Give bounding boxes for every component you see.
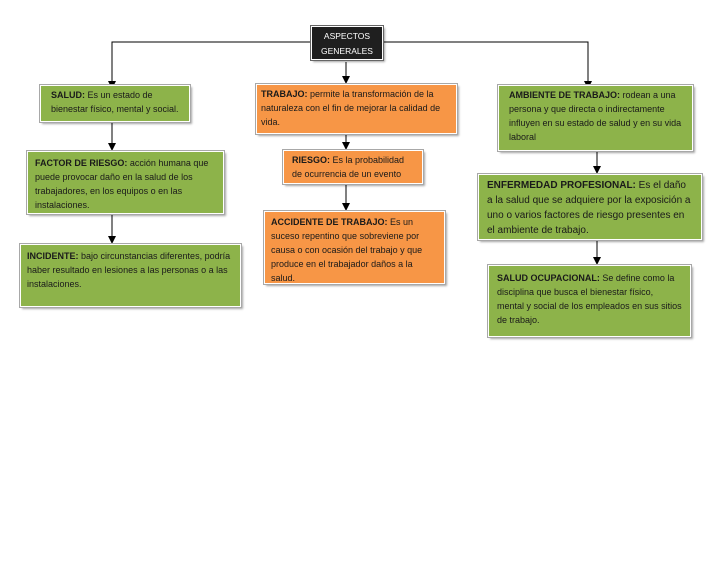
line-root-salud [108,41,311,89]
node-ambiente-title: AMBIENTE DE TRABAJO: [509,90,621,100]
node-trabajo: TRABAJO: permite la transformación de la… [255,83,458,135]
line-root-ambiente [383,41,592,89]
root-node: ASPECTOS GENERALES [310,25,384,61]
node-factor-riesgo: FACTOR DE RIESGO: acción humana que pued… [26,150,225,215]
node-accidente-title: ACCIDENTE DE TRABAJO: [271,217,388,227]
node-accidente-text: Es un suceso repentino que sobreviene po… [271,217,423,283]
node-riesgo-text: Es la probabilidad de ocurrencia de un e… [292,155,405,179]
node-trabajo-title: TRABAJO: [261,89,308,99]
root-line-1: ASPECTOS [323,31,371,41]
node-salud: SALUD: Es un estado de bienestar físico,… [39,84,191,123]
node-trabajo-text: permite la transformación de la naturale… [261,89,441,127]
node-riesgo: RIESGO: Es la probabilidad de ocurrencia… [282,149,424,185]
node-incidente-title: INCIDENTE: [27,251,79,261]
node-salud-text: Es un estado de bienestar físico, mental… [51,90,179,114]
node-enfermedad-text: Es el daño a la salud que se adquiere po… [487,180,691,236]
node-factor-text: acción humana que puede provocar daño en… [35,158,209,210]
node-accidente-trabajo: ACCIDENTE DE TRABAJO: Es un suceso repen… [263,210,446,285]
root-line-2: GENERALES [321,46,373,56]
node-riesgo-title: RIESGO: [292,155,331,165]
node-factor-title: FACTOR DE RIESGO: [35,158,128,168]
node-incidente: INCIDENTE: bajo circunstancias diferente… [19,243,242,308]
node-salud-title: SALUD: [51,90,85,100]
node-ocupacional-text: Se define como la disciplina que busca e… [497,273,682,325]
node-ambiente: AMBIENTE DE TRABAJO: rodean a una person… [497,84,694,152]
node-enfermedad-title: ENFERMEDAD PROFESIONAL: [487,180,636,191]
node-incidente-text: bajo circunstancias diferentes, podría h… [27,251,231,289]
node-enfermedad-profesional: ENFERMEDAD PROFESIONAL: Es el daño a la … [477,173,703,241]
node-salud-ocupacional: SALUD OCUPACIONAL: Se define como la dis… [487,264,692,338]
node-ambiente-text: rodean a una persona y que directa o ind… [509,90,682,142]
node-ocupacional-title: SALUD OCUPACIONAL: [497,273,600,283]
